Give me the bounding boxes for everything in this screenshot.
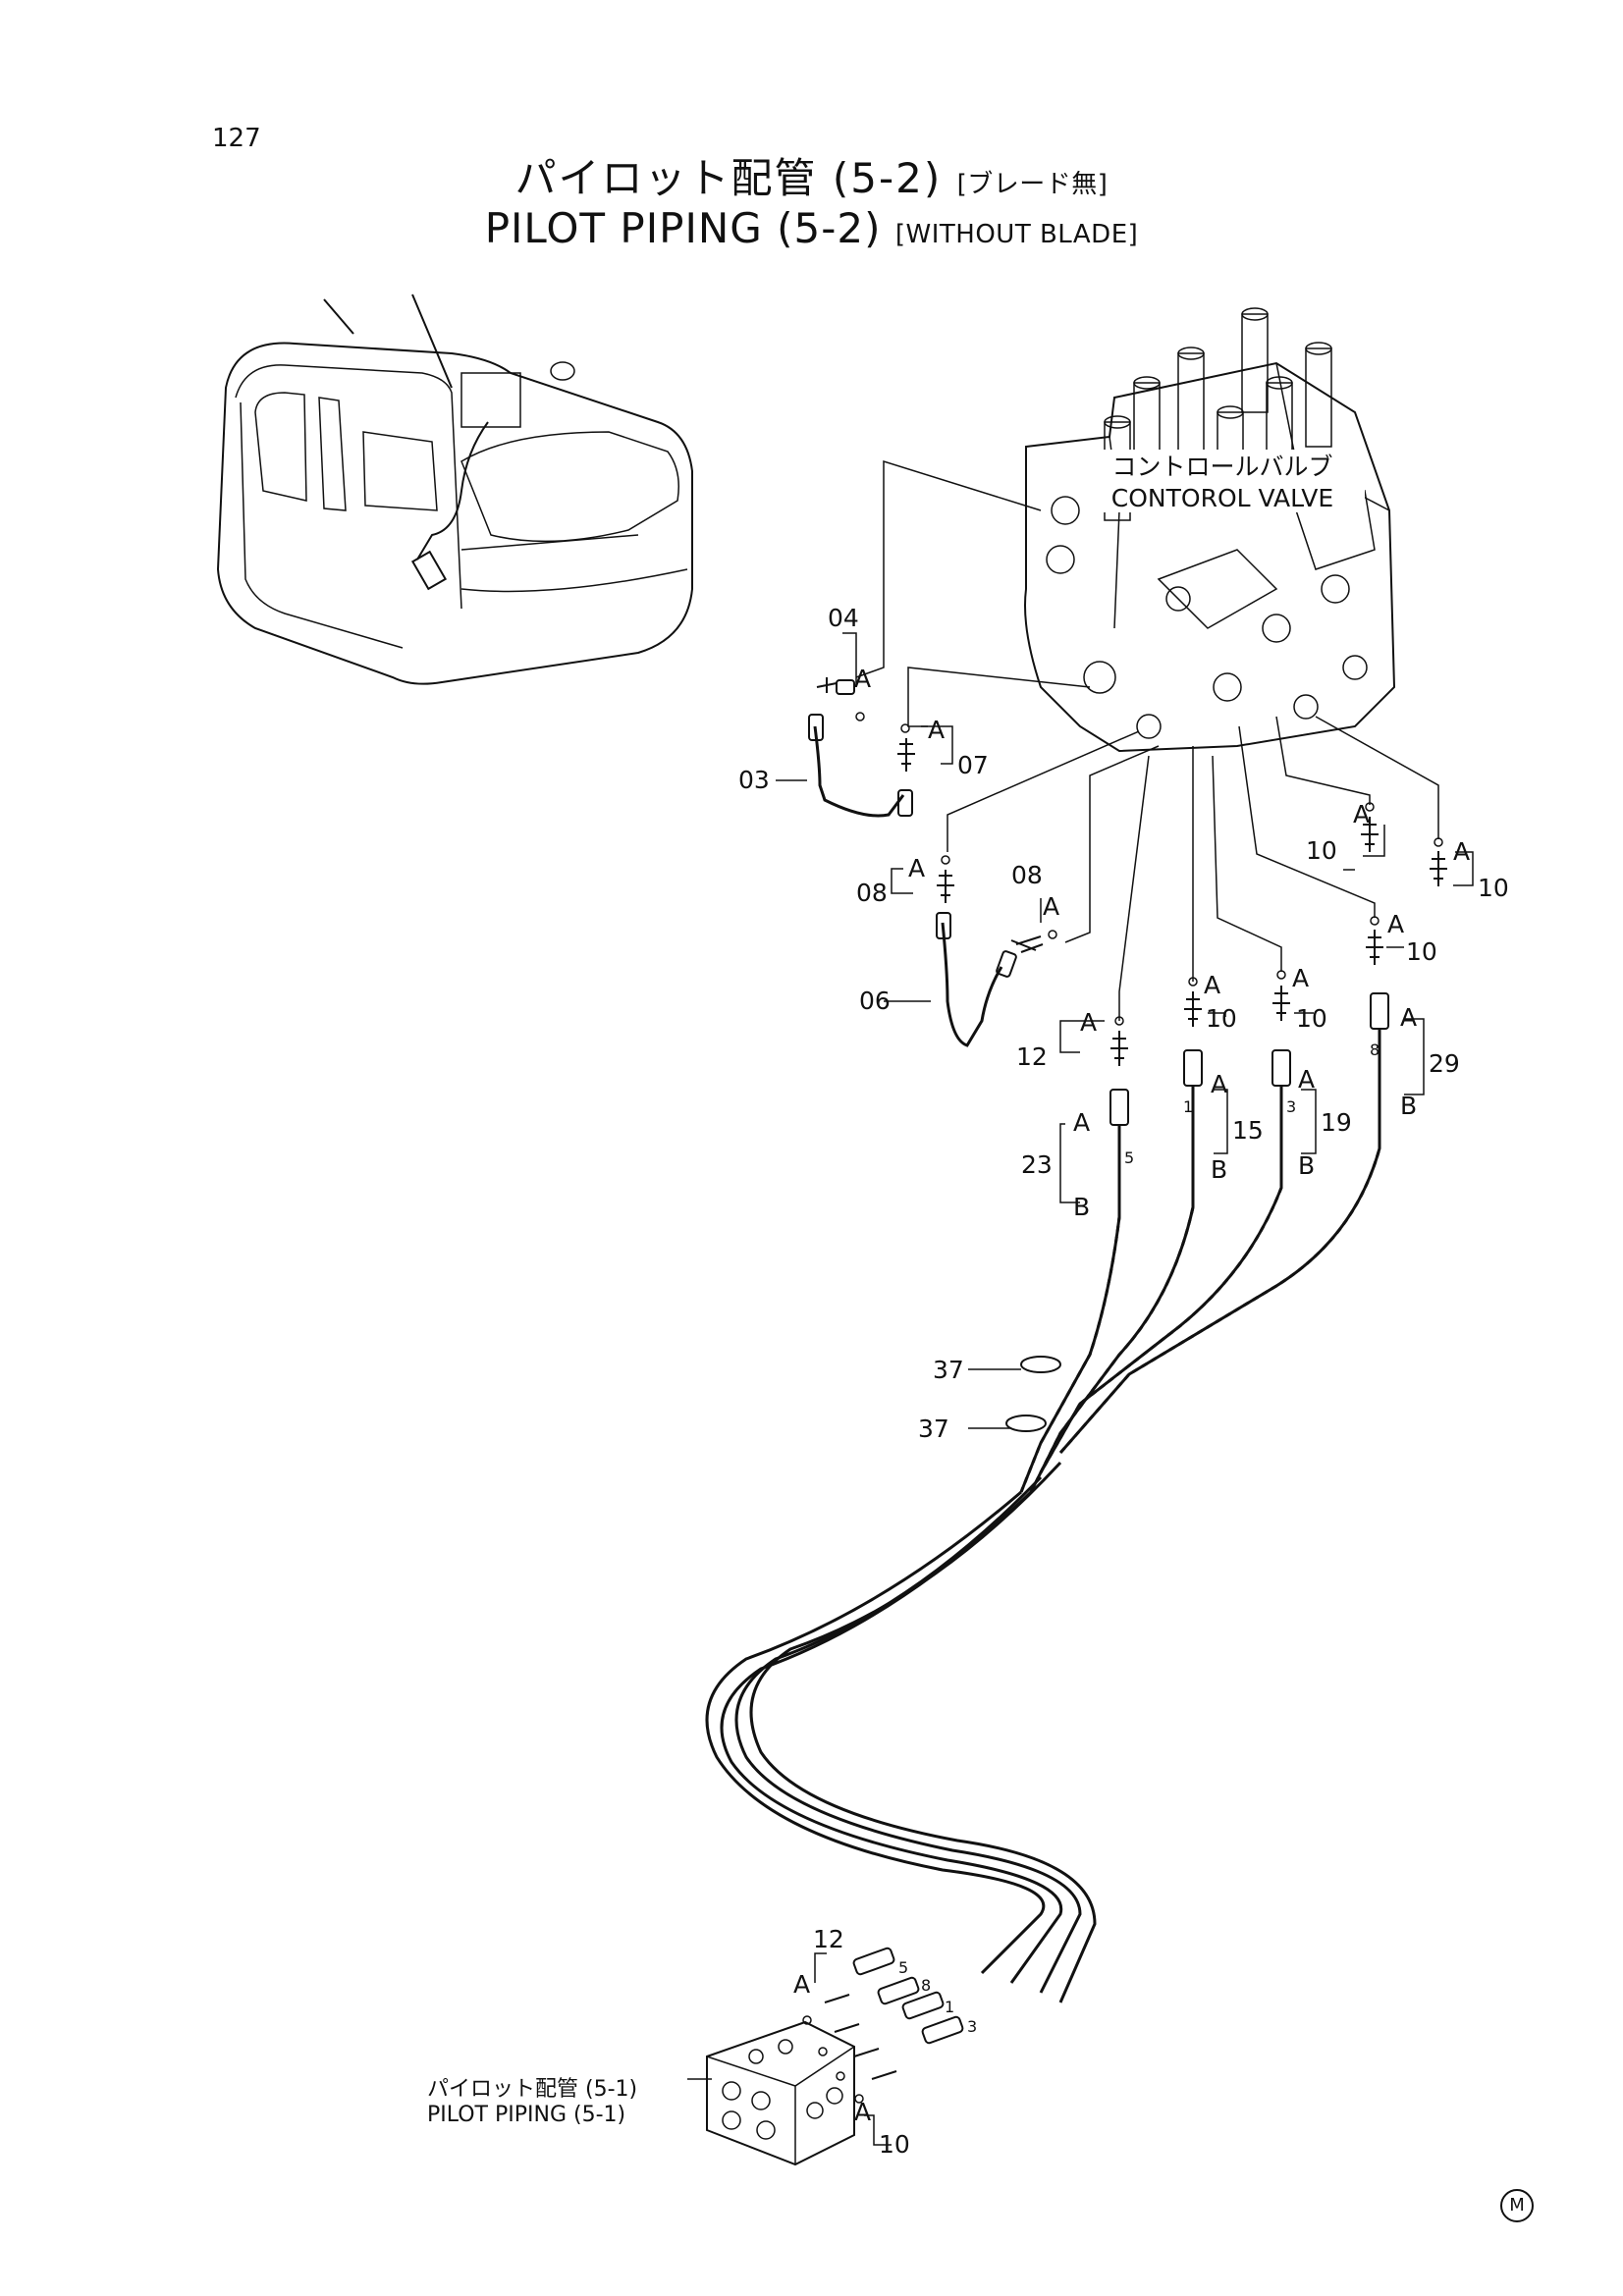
port-a-07: A bbox=[928, 716, 945, 744]
pilot-valve-block bbox=[706, 2020, 855, 2166]
port-a-10e: A bbox=[1453, 837, 1470, 866]
callout-12-upper: 12 bbox=[1016, 1042, 1048, 1071]
port-a-10c: A bbox=[1387, 910, 1404, 938]
title-jp-main: パイロット配管 (5-2) bbox=[514, 154, 943, 202]
fitting-07 bbox=[897, 723, 915, 772]
fitting-12-upper bbox=[1110, 1016, 1128, 1066]
port-b-15: B bbox=[1211, 1155, 1227, 1184]
fitting-08-upper bbox=[937, 855, 954, 903]
port-a-10b: A bbox=[1292, 964, 1309, 992]
port-a-04: A bbox=[854, 665, 871, 693]
hose-mark-5-lower: 5 bbox=[898, 1958, 908, 1977]
port-b-23: B bbox=[1073, 1193, 1090, 1221]
callout-brackets bbox=[687, 632, 1474, 2146]
callout-08-upper: 08 bbox=[856, 879, 888, 907]
callout-labels: 04 03 07 08 08 06 12 23 10 10 10 10 10 1… bbox=[738, 604, 1509, 2159]
title-en-main: PILOT PIPING (5-2) bbox=[484, 204, 882, 252]
beaded-hose-bundle bbox=[1005, 992, 1389, 1493]
port-a-15: A bbox=[1211, 1070, 1227, 1098]
hose-mark-1-lower: 1 bbox=[945, 1998, 954, 2016]
main-hose-run bbox=[705, 1461, 1097, 2003]
port-a-12-upper: A bbox=[1080, 1008, 1097, 1037]
fitting-04 bbox=[816, 677, 865, 721]
callout-15: 15 bbox=[1232, 1116, 1264, 1145]
hose-03 bbox=[808, 714, 913, 818]
reference-label-en: PILOT PIPING (5-1) bbox=[427, 2103, 626, 2127]
hose-mark-1-upper: 1 bbox=[1183, 1097, 1193, 1116]
corner-mark: M bbox=[1500, 2189, 1534, 2222]
callout-19: 19 bbox=[1321, 1108, 1352, 1137]
lower-fittings bbox=[802, 1947, 964, 2104]
port-a-19: A bbox=[1298, 1065, 1315, 1094]
port-a-10f: A bbox=[854, 2098, 871, 2126]
port-a-10a: A bbox=[1204, 971, 1220, 999]
title-english: PILOT PIPING (5-2) [WITHOUT BLADE] bbox=[0, 204, 1623, 252]
callout-23: 23 bbox=[1021, 1150, 1053, 1179]
port-b-19: B bbox=[1298, 1151, 1315, 1180]
port-b-29: B bbox=[1400, 1092, 1417, 1120]
callout-10-b: 10 bbox=[1296, 1004, 1327, 1033]
callout-08-lower: 08 bbox=[1011, 861, 1043, 889]
title-jp-sub: [ブレード無] bbox=[956, 170, 1109, 199]
port-a-29: A bbox=[1400, 1003, 1417, 1032]
port-letters: A A A A A A B A A A A A A B A B A B A A bbox=[793, 665, 1470, 2126]
port-a-12-lower: A bbox=[793, 1970, 810, 1999]
callout-06: 06 bbox=[859, 987, 891, 1015]
callout-10-d: 10 bbox=[1306, 836, 1337, 865]
control-valve-label-en: CONTOROL VALVE bbox=[1111, 484, 1333, 512]
inset-control-valve-block bbox=[460, 372, 521, 428]
callout-37-upper: 37 bbox=[933, 1356, 964, 1384]
callout-04: 04 bbox=[828, 604, 859, 632]
hose-06 bbox=[936, 912, 1017, 1047]
hose-mark-8-upper: 8 bbox=[1370, 1041, 1380, 1059]
callout-10-a: 10 bbox=[1206, 1004, 1237, 1033]
fitting-08-lower bbox=[1010, 930, 1057, 953]
hose-mark-5-upper: 5 bbox=[1124, 1148, 1134, 1167]
port-leader-lines bbox=[855, 459, 1439, 1021]
port-a-08-upper: A bbox=[908, 854, 925, 882]
callout-10-c: 10 bbox=[1406, 937, 1437, 966]
title-en-sub: [WITHOUT BLADE] bbox=[894, 220, 1139, 249]
control-valve: コントロールバルブ CONTOROL VALVE bbox=[1024, 307, 1396, 753]
hose-mark-3-lower: 3 bbox=[967, 2017, 977, 2036]
callout-03: 03 bbox=[738, 766, 770, 794]
fitting-10-series bbox=[1184, 802, 1447, 1027]
port-a-10d: A bbox=[1353, 800, 1370, 828]
callout-07: 07 bbox=[957, 751, 989, 779]
title-japanese: パイロット配管 (5-2) [ブレード無] bbox=[0, 145, 1623, 205]
hose-mark-3-upper: 3 bbox=[1286, 1097, 1296, 1116]
callout-29: 29 bbox=[1429, 1049, 1460, 1078]
callout-10-f: 10 bbox=[879, 2130, 910, 2159]
page-number: 127 bbox=[212, 124, 261, 153]
excavator-inset bbox=[216, 294, 693, 685]
hose-mark-8-lower: 8 bbox=[921, 1976, 931, 1995]
port-a-08-lower: A bbox=[1043, 892, 1059, 921]
control-valve-label-jp: コントロールバルブ bbox=[1111, 453, 1332, 481]
port-a-23: A bbox=[1073, 1108, 1090, 1137]
callout-12-lower: 12 bbox=[813, 1925, 844, 1953]
callout-37-lower: 37 bbox=[918, 1415, 949, 1443]
callout-10-e: 10 bbox=[1478, 874, 1509, 902]
hose-marks: 5 1 3 8 5 8 1 3 bbox=[898, 1041, 1380, 2036]
reference-label-jp: パイロット配管 (5-1) bbox=[427, 2077, 638, 2102]
